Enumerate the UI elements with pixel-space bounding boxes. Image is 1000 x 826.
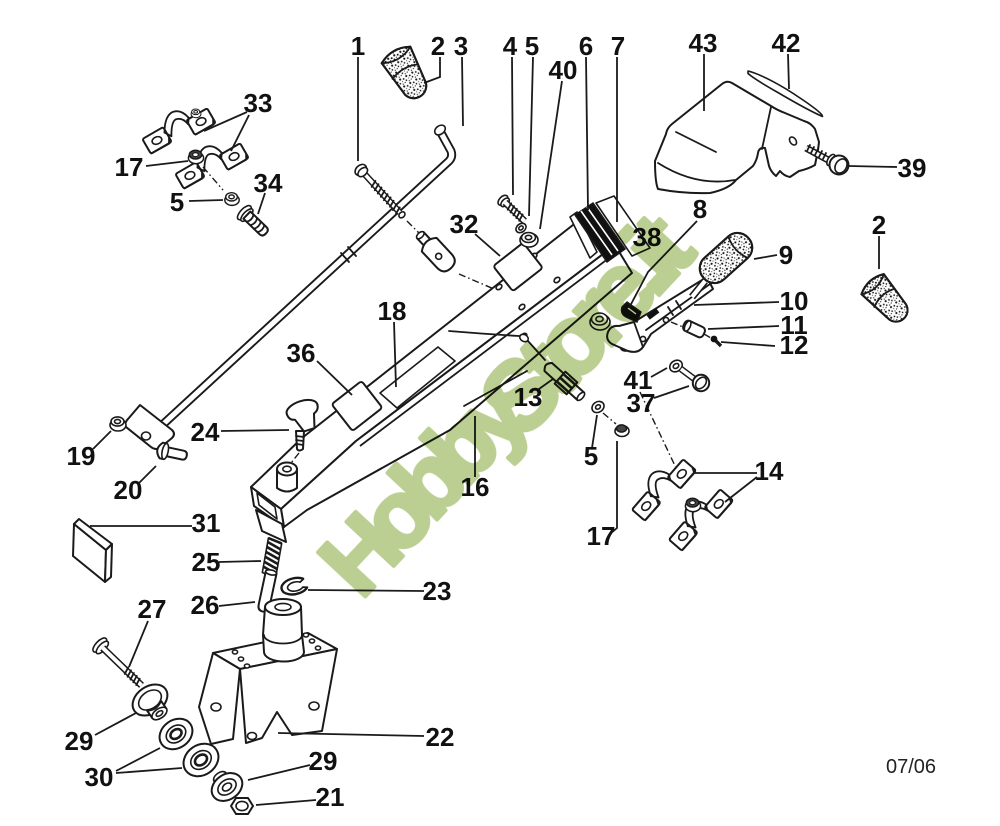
svg-text:41: 41 [624,365,653,395]
svg-text:43: 43 [689,28,718,58]
svg-text:12: 12 [780,330,809,360]
svg-text:7: 7 [611,31,625,61]
svg-text:2: 2 [872,210,886,240]
svg-text:30: 30 [85,762,114,792]
svg-text:20: 20 [114,475,143,505]
svg-text:16: 16 [461,472,490,502]
svg-text:19: 19 [67,441,96,471]
svg-text:14: 14 [755,456,784,486]
svg-text:5: 5 [170,187,184,217]
svg-text:6: 6 [579,31,593,61]
svg-text:27: 27 [138,594,167,624]
svg-text:22: 22 [426,722,455,752]
svg-text:29: 29 [65,726,94,756]
svg-text:33: 33 [244,88,273,118]
svg-text:07/06: 07/06 [886,756,936,778]
svg-text:5: 5 [525,31,539,61]
svg-text:31: 31 [192,508,221,538]
svg-text:39: 39 [898,153,927,183]
svg-text:5: 5 [584,441,598,471]
svg-text:13: 13 [514,382,543,412]
svg-text:36: 36 [287,338,316,368]
svg-text:8: 8 [693,194,707,224]
svg-text:32: 32 [450,209,479,239]
svg-text:10: 10 [780,286,809,316]
svg-text:42: 42 [772,28,801,58]
svg-text:4: 4 [503,31,518,61]
svg-text:18: 18 [378,296,407,326]
svg-text:11: 11 [780,310,808,340]
svg-text:24: 24 [191,417,220,447]
svg-text:29: 29 [309,746,338,776]
svg-text:9: 9 [779,240,793,270]
svg-text:40: 40 [549,55,578,85]
svg-text:21: 21 [316,782,345,812]
svg-text:26: 26 [191,590,220,620]
svg-text:17: 17 [115,152,144,182]
svg-text:34: 34 [254,168,283,198]
svg-text:25: 25 [192,547,221,577]
svg-text:17: 17 [587,521,616,551]
svg-text:38: 38 [633,222,662,252]
svg-text:37: 37 [627,388,656,418]
svg-text:1: 1 [351,31,365,61]
svg-text:3: 3 [454,31,468,61]
svg-text:23: 23 [423,576,452,606]
svg-text:2: 2 [431,31,445,61]
